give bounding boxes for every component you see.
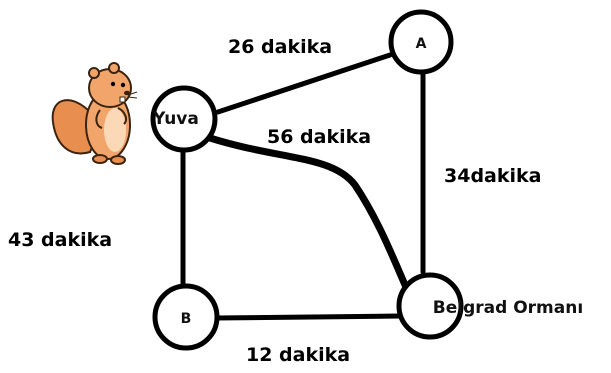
node-forest-label: Belgrad Ormanı <box>433 298 583 318</box>
node-forest: Belgrad Ormanı <box>396 272 583 340</box>
label-b-forest: 12 dakika <box>246 344 350 366</box>
beaver-icon <box>51 62 138 165</box>
edge-b-forest <box>212 313 403 321</box>
node-a-label: A <box>416 36 427 52</box>
label-home-a: 26 dakika <box>228 36 332 58</box>
node-b-label: B <box>181 311 192 327</box>
node-home-label: Yuva <box>152 109 199 129</box>
label-a-forest: 34dakika <box>444 165 541 187</box>
edge-home-a <box>215 52 393 115</box>
label-home-b: 43 dakika <box>8 229 112 251</box>
node-b: B <box>152 283 220 351</box>
label-home-forest: 56 dakika <box>267 126 371 148</box>
node-home: Yuva <box>150 85 218 153</box>
edge-home-forest <box>206 134 409 289</box>
node-a: A <box>388 9 454 75</box>
